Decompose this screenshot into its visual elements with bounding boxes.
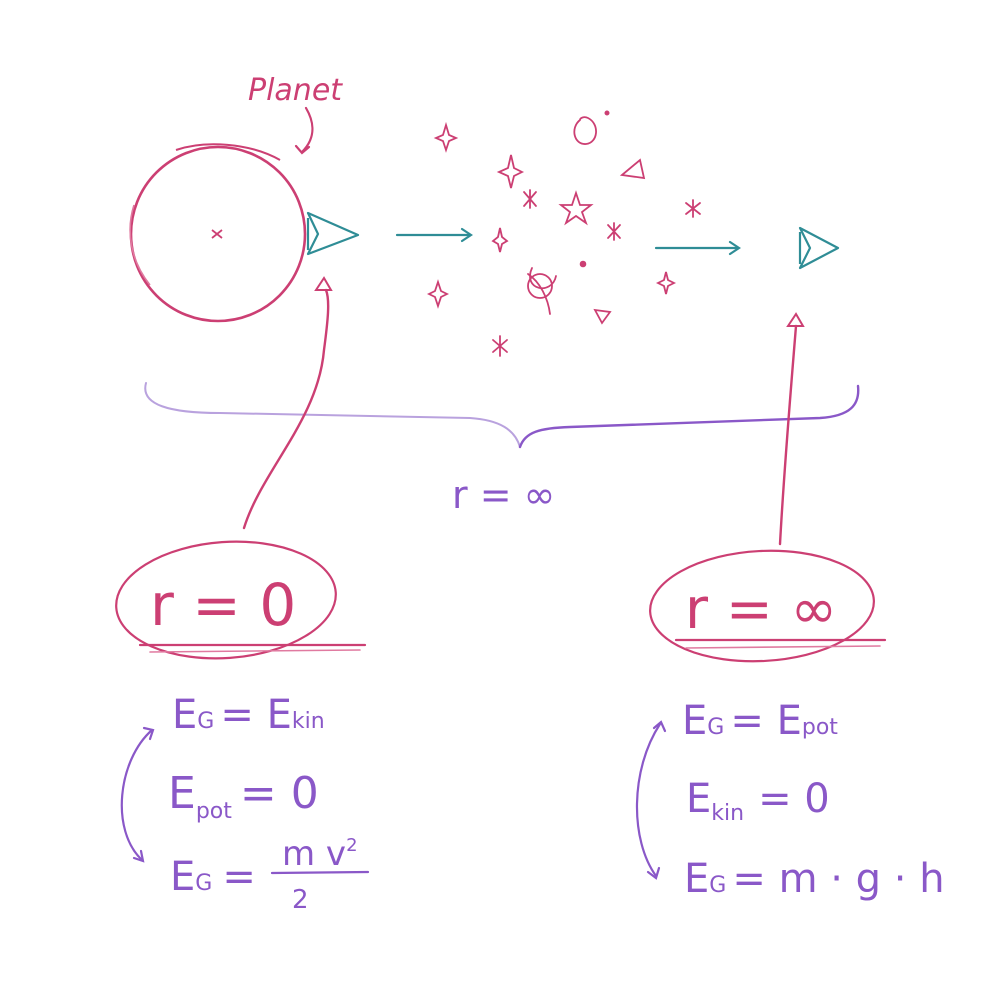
star-icon xyxy=(492,335,508,357)
equations-left: EG= Ekin Epot= 0 EG= m v2 2 xyxy=(120,692,370,915)
eq-right-flow-arrow xyxy=(635,722,662,878)
star-icon xyxy=(496,154,525,189)
star-icon xyxy=(433,121,459,153)
star-icon xyxy=(619,158,646,180)
star-icon xyxy=(607,222,621,241)
marker-end-icon xyxy=(786,312,805,327)
connector-left xyxy=(242,288,330,530)
star-icon xyxy=(593,308,612,325)
eq-left-3: EG= xyxy=(170,854,256,900)
eq-left-3-numerator: m v2 xyxy=(282,834,358,874)
star-icon xyxy=(685,199,701,218)
condition-left: r = 0 xyxy=(115,540,367,660)
planet-pointer-arrowhead xyxy=(294,144,311,155)
eq-left-flow-arrow xyxy=(120,728,154,862)
rocket-end-icon xyxy=(798,226,840,270)
condition-right-label: r = ∞ xyxy=(685,577,837,642)
star-icon xyxy=(558,190,594,226)
condition-right: r = ∞ xyxy=(649,549,887,663)
planet-label: Planet xyxy=(248,73,343,108)
moon-icon xyxy=(573,116,597,145)
equations-right: EG= Epot Ekin= 0 EG= m · g · h xyxy=(635,698,945,902)
dot-icon xyxy=(604,110,610,116)
curly-brace-icon xyxy=(144,382,860,449)
condition-left-label: r = 0 xyxy=(150,571,296,639)
eq-left-3-denominator: 2 xyxy=(292,885,309,915)
star-icon xyxy=(655,271,677,295)
eq-left-3-fraction-bar xyxy=(270,870,370,875)
travel-arrow-2 xyxy=(654,240,741,256)
eq-right-flow-arrowhead-bottom xyxy=(646,866,661,880)
eq-right-2: Ekin= 0 xyxy=(686,776,830,826)
marker-start-icon xyxy=(314,276,333,291)
eq-left-1: EG= Ekin xyxy=(172,692,325,738)
eq-right-1: EG= Epot xyxy=(682,698,838,744)
star-icon xyxy=(491,227,509,253)
eq-left-flow-arrowhead-bottom xyxy=(132,849,145,863)
planet-pointer-arrow xyxy=(300,106,314,154)
connector-right xyxy=(778,324,798,546)
rocket-start-icon xyxy=(306,211,360,256)
planet-icon xyxy=(129,143,307,323)
eq-left-2: Epot= 0 xyxy=(168,768,319,824)
star-icon xyxy=(426,279,450,309)
eq-right-3: EG= m · g · h xyxy=(684,856,945,902)
eq-right-flow-arrowhead-top xyxy=(652,720,667,733)
dot-icon xyxy=(579,260,587,268)
star-icon xyxy=(523,189,537,209)
brace-label: r = ∞ xyxy=(452,473,555,517)
space-field xyxy=(426,110,701,357)
eq-left-flow-arrowhead-top xyxy=(142,726,155,741)
travel-arrow-1 xyxy=(395,227,473,243)
ringed-planet-icon xyxy=(527,267,557,315)
